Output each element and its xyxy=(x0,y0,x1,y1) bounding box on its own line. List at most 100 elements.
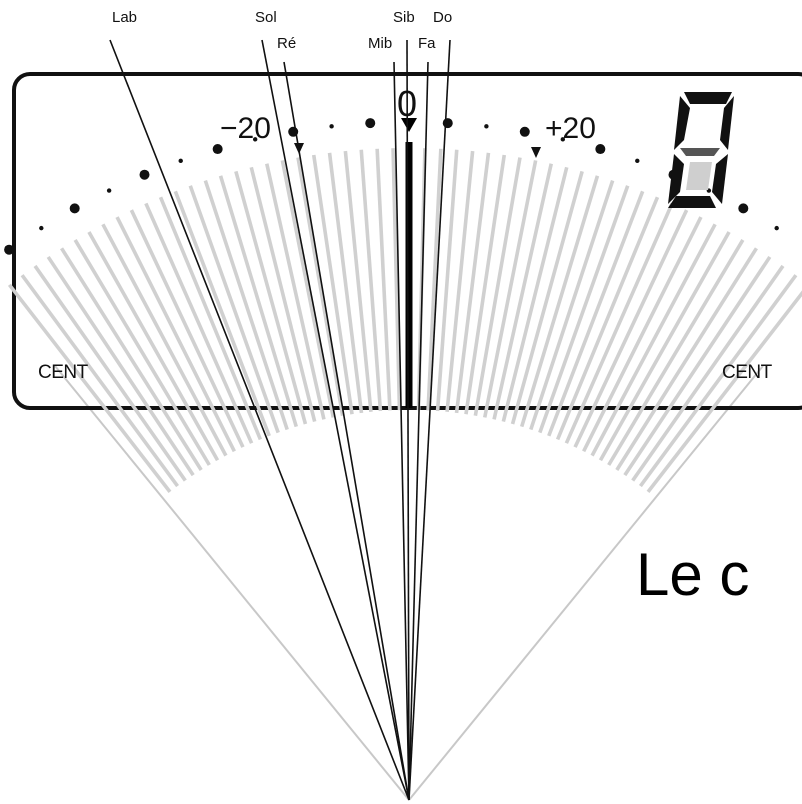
meter-dot-large xyxy=(595,144,606,155)
meter-segment xyxy=(547,190,645,437)
note-line xyxy=(283,61,410,801)
meter-segment xyxy=(538,185,630,434)
meter-dot-small xyxy=(329,124,334,129)
meter-segment xyxy=(115,216,236,453)
note-digit-display xyxy=(668,92,734,208)
note-line xyxy=(408,39,451,801)
meter-segment xyxy=(7,283,172,493)
cent-label-right: CENT xyxy=(722,362,773,383)
meter-segment xyxy=(529,180,615,431)
meter-dot-large xyxy=(139,169,150,180)
meter-dot-small xyxy=(106,188,112,193)
note-label: Ré xyxy=(277,35,296,52)
scale-label-minus20: −20 xyxy=(220,112,271,145)
meter-dot-small xyxy=(178,158,183,164)
note-line xyxy=(408,61,429,801)
meter-segment xyxy=(234,170,308,425)
meter-segment xyxy=(359,149,383,412)
note-label: Sol xyxy=(255,9,277,26)
meter-segment xyxy=(391,148,402,411)
meter-segment xyxy=(33,264,187,482)
note-line xyxy=(393,61,410,801)
center-needle-pointer xyxy=(401,118,417,132)
meter-segment xyxy=(173,190,271,437)
meter-segment xyxy=(87,231,220,462)
caption-text: Le c xyxy=(636,541,749,608)
meter-segment xyxy=(280,160,336,418)
meter-segment xyxy=(249,166,317,423)
meter-segment xyxy=(203,180,289,431)
meter-segment xyxy=(20,274,180,488)
meter-segment xyxy=(615,247,758,471)
digit-segment-bottom xyxy=(668,196,716,208)
meter-segment xyxy=(573,209,689,448)
tuner-display-frame xyxy=(12,72,802,410)
meter-segment xyxy=(519,175,600,428)
digit-segment-inner xyxy=(686,162,712,190)
meter-segment xyxy=(501,166,569,423)
note-label: Lab xyxy=(112,9,137,26)
meter-segment xyxy=(646,290,802,493)
digit-segment-bottom-right xyxy=(712,154,728,204)
meter-segment xyxy=(564,202,674,444)
meter-segment xyxy=(435,149,459,412)
fan-edge-left xyxy=(54,365,410,801)
meter-segment xyxy=(46,255,195,477)
meter-segment xyxy=(492,163,553,420)
meter-dot-large xyxy=(442,118,453,129)
meter-dot-small xyxy=(39,225,44,231)
note-line xyxy=(406,39,410,801)
meter-segment xyxy=(510,170,584,425)
meter-segment xyxy=(60,247,203,471)
note-label: Fa xyxy=(418,35,436,52)
digit-segment-top-right xyxy=(720,96,734,150)
meter-segment xyxy=(555,196,660,441)
meter-segment xyxy=(129,209,245,448)
digit-segment-top-left xyxy=(674,96,690,150)
meter-segment xyxy=(296,157,345,416)
fan-edge-right xyxy=(408,365,764,801)
meter-segment xyxy=(188,185,280,434)
meter-dot-small xyxy=(252,137,258,142)
meter-segment xyxy=(607,239,745,466)
fan-guide-lines xyxy=(54,365,764,801)
meter-segment xyxy=(473,157,522,416)
meter-segment xyxy=(454,152,491,414)
meter-dot-large xyxy=(69,203,80,214)
meter-dot-small xyxy=(484,124,489,129)
digit-segment-bottom-left xyxy=(668,154,684,204)
meter-dot-small xyxy=(635,158,640,164)
note-label: Sib xyxy=(393,9,415,26)
meter-segment xyxy=(445,150,475,413)
note-label: Do xyxy=(433,9,452,26)
meter-segment xyxy=(101,223,228,457)
meter-dot-large xyxy=(365,118,376,129)
note-label: Mib xyxy=(368,35,392,52)
meter-dots xyxy=(4,118,779,255)
meter-dot-large xyxy=(738,203,749,214)
meter-segment xyxy=(623,255,772,477)
meter-segment xyxy=(158,196,263,441)
meter-segment xyxy=(464,154,507,415)
meter-segment xyxy=(218,175,299,428)
meter-segments xyxy=(7,148,802,493)
meter-dot-large xyxy=(212,144,223,155)
note-reference-lines xyxy=(109,39,451,801)
note-line xyxy=(109,39,410,801)
meter-segment xyxy=(375,148,392,411)
cent-label-left: CENT xyxy=(38,362,89,383)
digit-segment-middle xyxy=(680,148,720,156)
note-line xyxy=(261,39,410,801)
meter-segment xyxy=(426,148,443,411)
meter-segment xyxy=(582,216,703,453)
meter-segment xyxy=(598,231,731,462)
meter-segment xyxy=(343,150,373,413)
scale-label-plus20: +20 xyxy=(545,112,596,145)
meter-segment xyxy=(311,154,354,415)
meter-segment xyxy=(638,274,798,488)
meter-segment xyxy=(482,160,538,418)
meter-dot-large xyxy=(519,126,530,137)
digit-segment-top xyxy=(684,92,732,104)
meter-segment xyxy=(144,202,254,444)
